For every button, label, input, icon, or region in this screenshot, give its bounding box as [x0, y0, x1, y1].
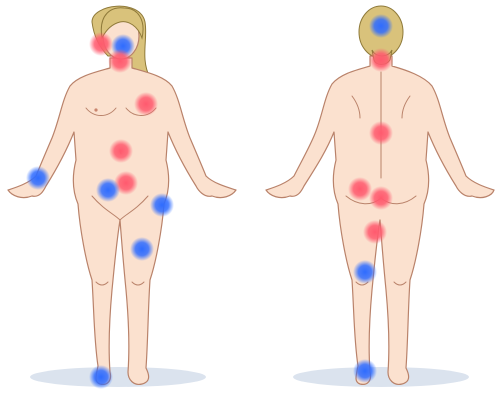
front-forehead-left-red-marker [89, 32, 113, 56]
back-hip-right-red-marker [369, 186, 393, 210]
back-head-top-blue-marker [369, 14, 393, 38]
back-mid-back-red-marker [369, 121, 393, 145]
back-body [266, 56, 494, 384]
back-thigh-red-marker [363, 220, 387, 244]
back-floor-shadow [293, 367, 469, 387]
front-nipple [94, 108, 97, 111]
front-outer-thigh-blue-marker [150, 193, 174, 217]
front-foot-blue-marker [89, 365, 113, 389]
back-hip-left-red-marker [348, 177, 372, 201]
back-heel-blue-marker [353, 359, 377, 383]
front-abdomen-red-marker [109, 139, 133, 163]
front-wrist-blue-marker [26, 166, 50, 190]
front-upper-thigh-blue-marker [96, 178, 120, 202]
front-jaw-red-marker [108, 49, 132, 73]
front-left-chest-red-marker [134, 92, 158, 116]
back-neck-red-marker [369, 48, 393, 72]
back-calf-blue-marker [353, 260, 377, 284]
front-floor-shadow [30, 367, 206, 387]
front-knee-blue-marker [130, 237, 154, 261]
front-body [8, 58, 236, 384]
